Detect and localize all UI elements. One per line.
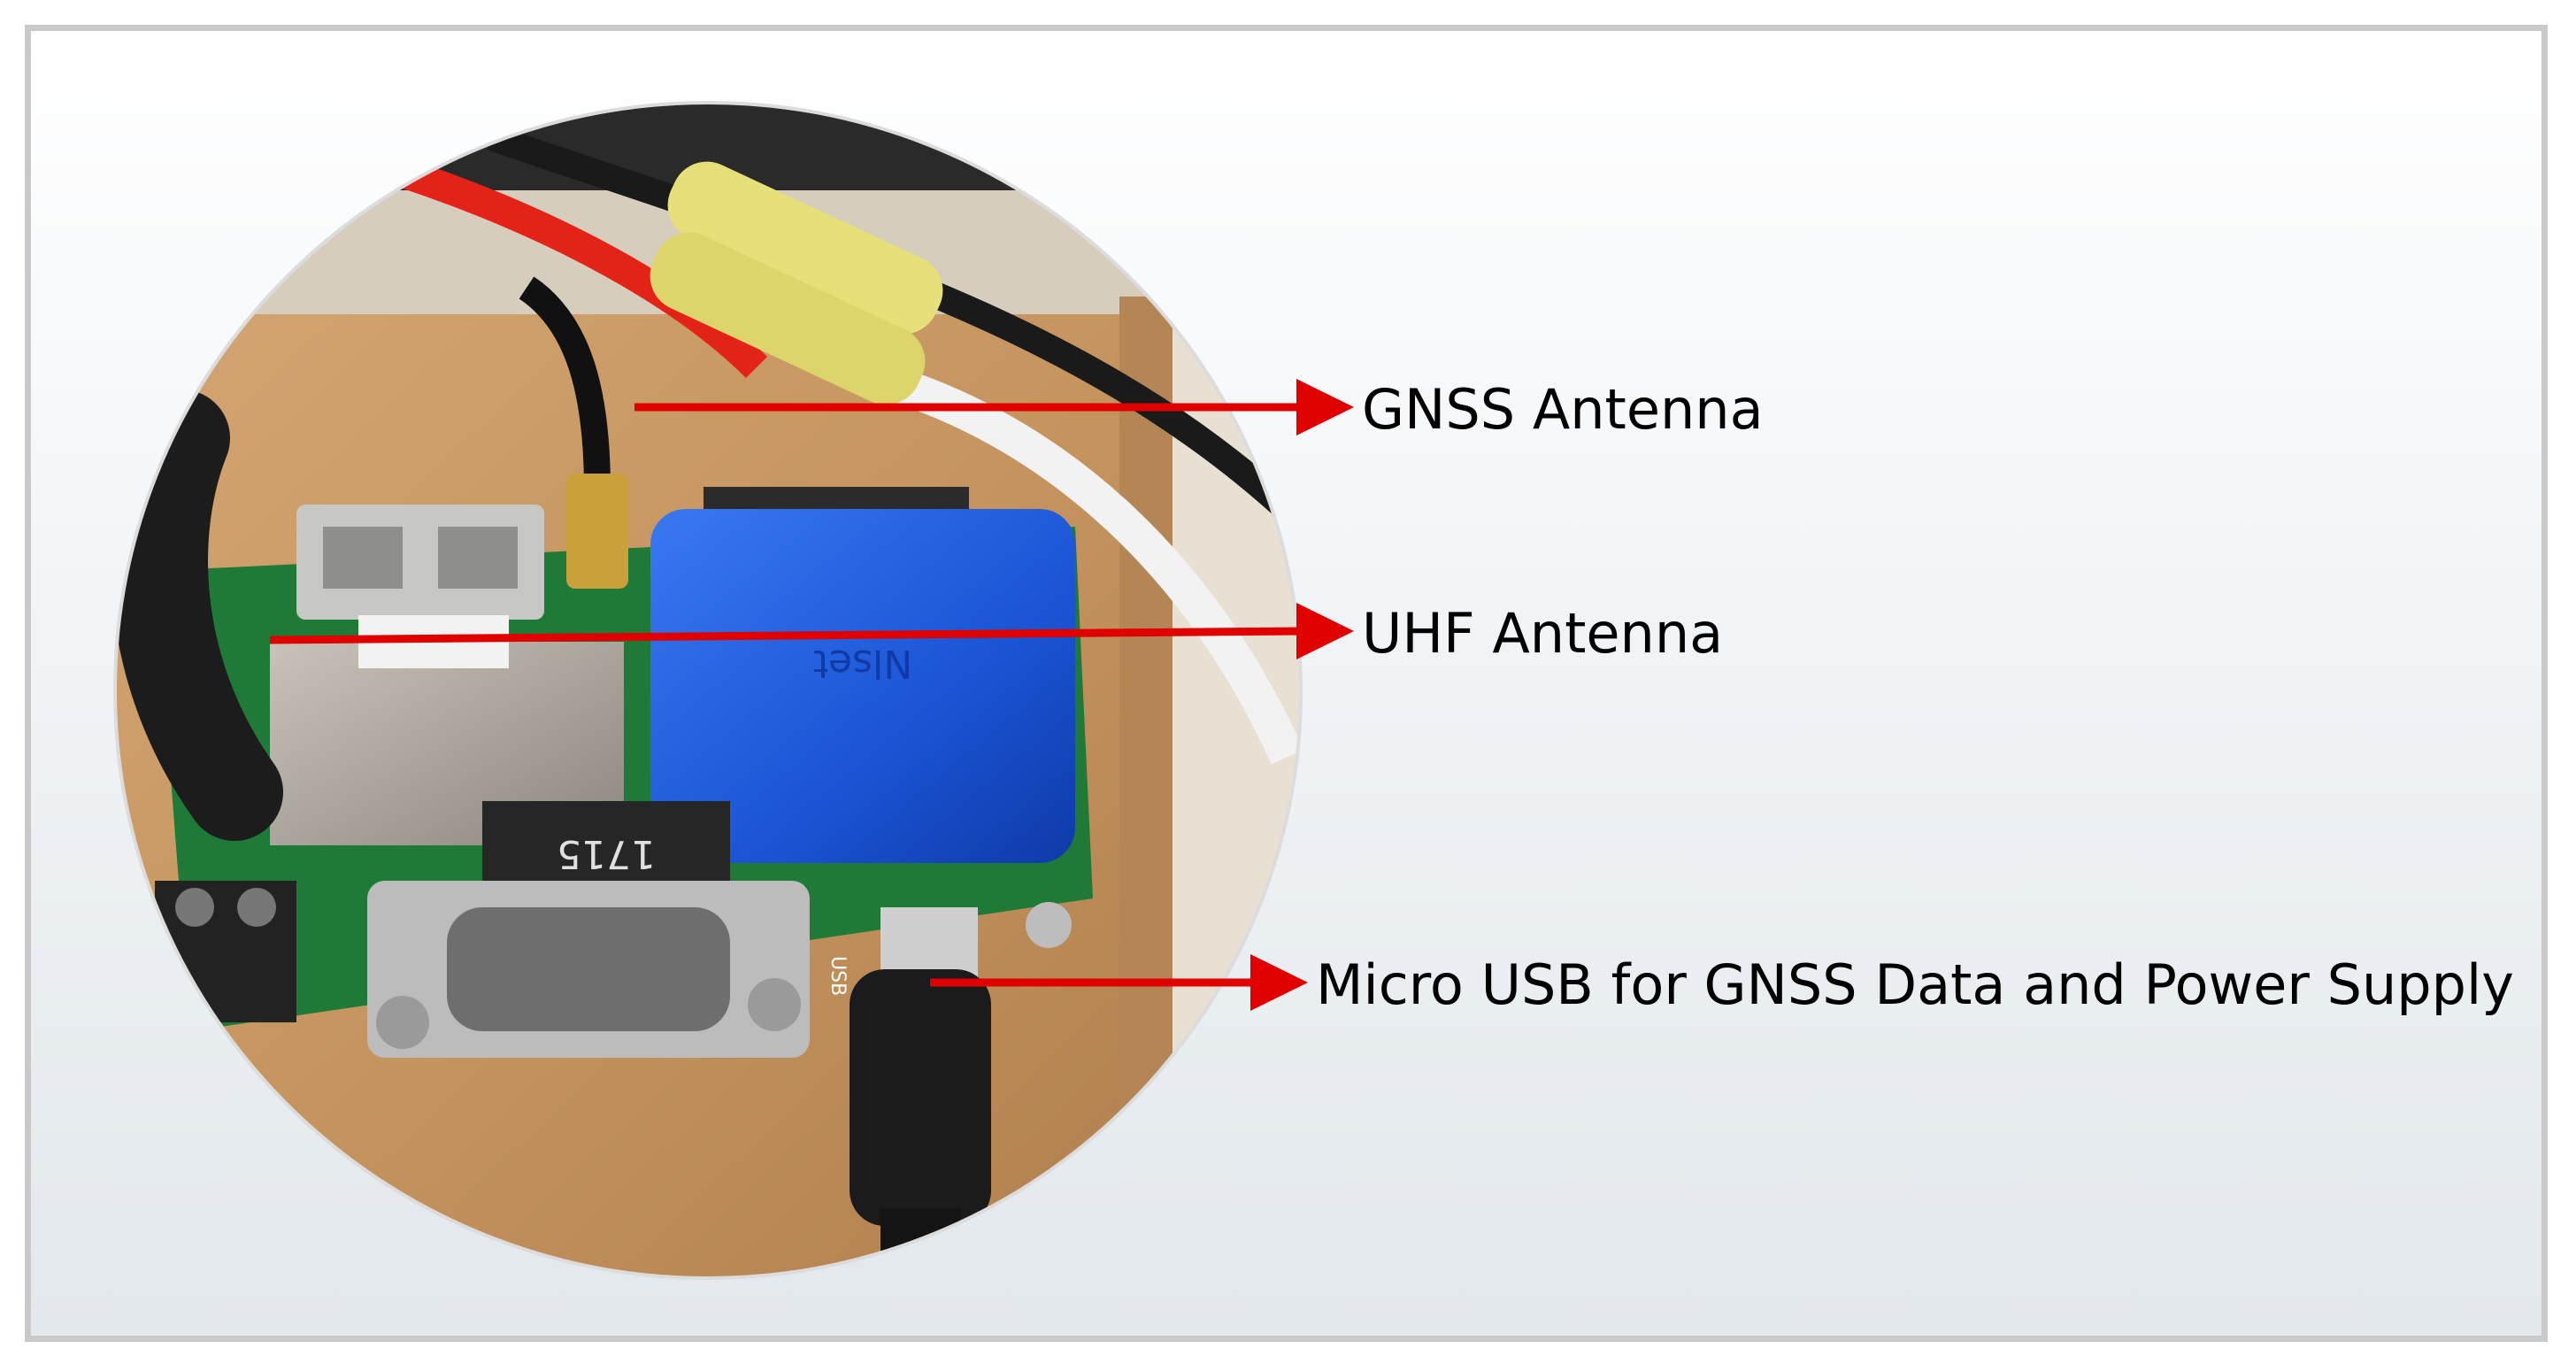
terminal-screw-1: [175, 888, 214, 927]
db9-face: [447, 907, 730, 1031]
usb-mark-print: USB: [827, 956, 849, 996]
connector-code-print: 1715: [557, 831, 656, 876]
figure-frame: Nlset 1715 USB: [25, 25, 2548, 1342]
brand-print: Nlset: [813, 641, 912, 686]
photo-circle-border: [113, 101, 1303, 1280]
wood-grain: [1119, 297, 1173, 1182]
red-cable: [397, 158, 768, 379]
gnss-antenna-cable: [519, 276, 611, 492]
micro-usb-label: Micro USB for GNSS Data and Power Supply: [1316, 952, 2514, 1017]
yellow-sleeve-2: [650, 232, 926, 405]
yellow-sleeve-1: [667, 161, 943, 335]
uhf-antenna-whip: [115, 389, 283, 841]
micro-usb-port: [880, 907, 978, 978]
white-cable: [892, 368, 1301, 765]
gnss-antenna-label: GNSS Antenna: [1362, 377, 1764, 442]
uhf-arrow-line: [269, 627, 1306, 644]
usb-arrow-head: [1250, 954, 1308, 1011]
black-cable: [487, 124, 1301, 536]
terminal-screw-2: [237, 888, 276, 927]
sma-connector: [566, 474, 628, 589]
arrows: [269, 379, 1354, 1011]
photo-diagram: Nlset 1715 USB: [113, 101, 1354, 1280]
uhf-arrow-head: [1296, 603, 1354, 659]
gnss-arrow-head: [1296, 379, 1354, 435]
device-photo: Nlset 1715 USB: [115, 103, 1301, 1278]
blue-enclosure: [650, 509, 1075, 863]
usb-plug: [850, 969, 991, 1226]
connector-slot-2: [438, 527, 518, 589]
db9-screw-left: [376, 996, 429, 1049]
mount-screw: [1026, 902, 1072, 948]
db9-screw-right: [748, 978, 801, 1031]
connector-slot-1: [323, 527, 403, 589]
uhf-antenna-label: UHF Antenna: [1362, 601, 1724, 666]
